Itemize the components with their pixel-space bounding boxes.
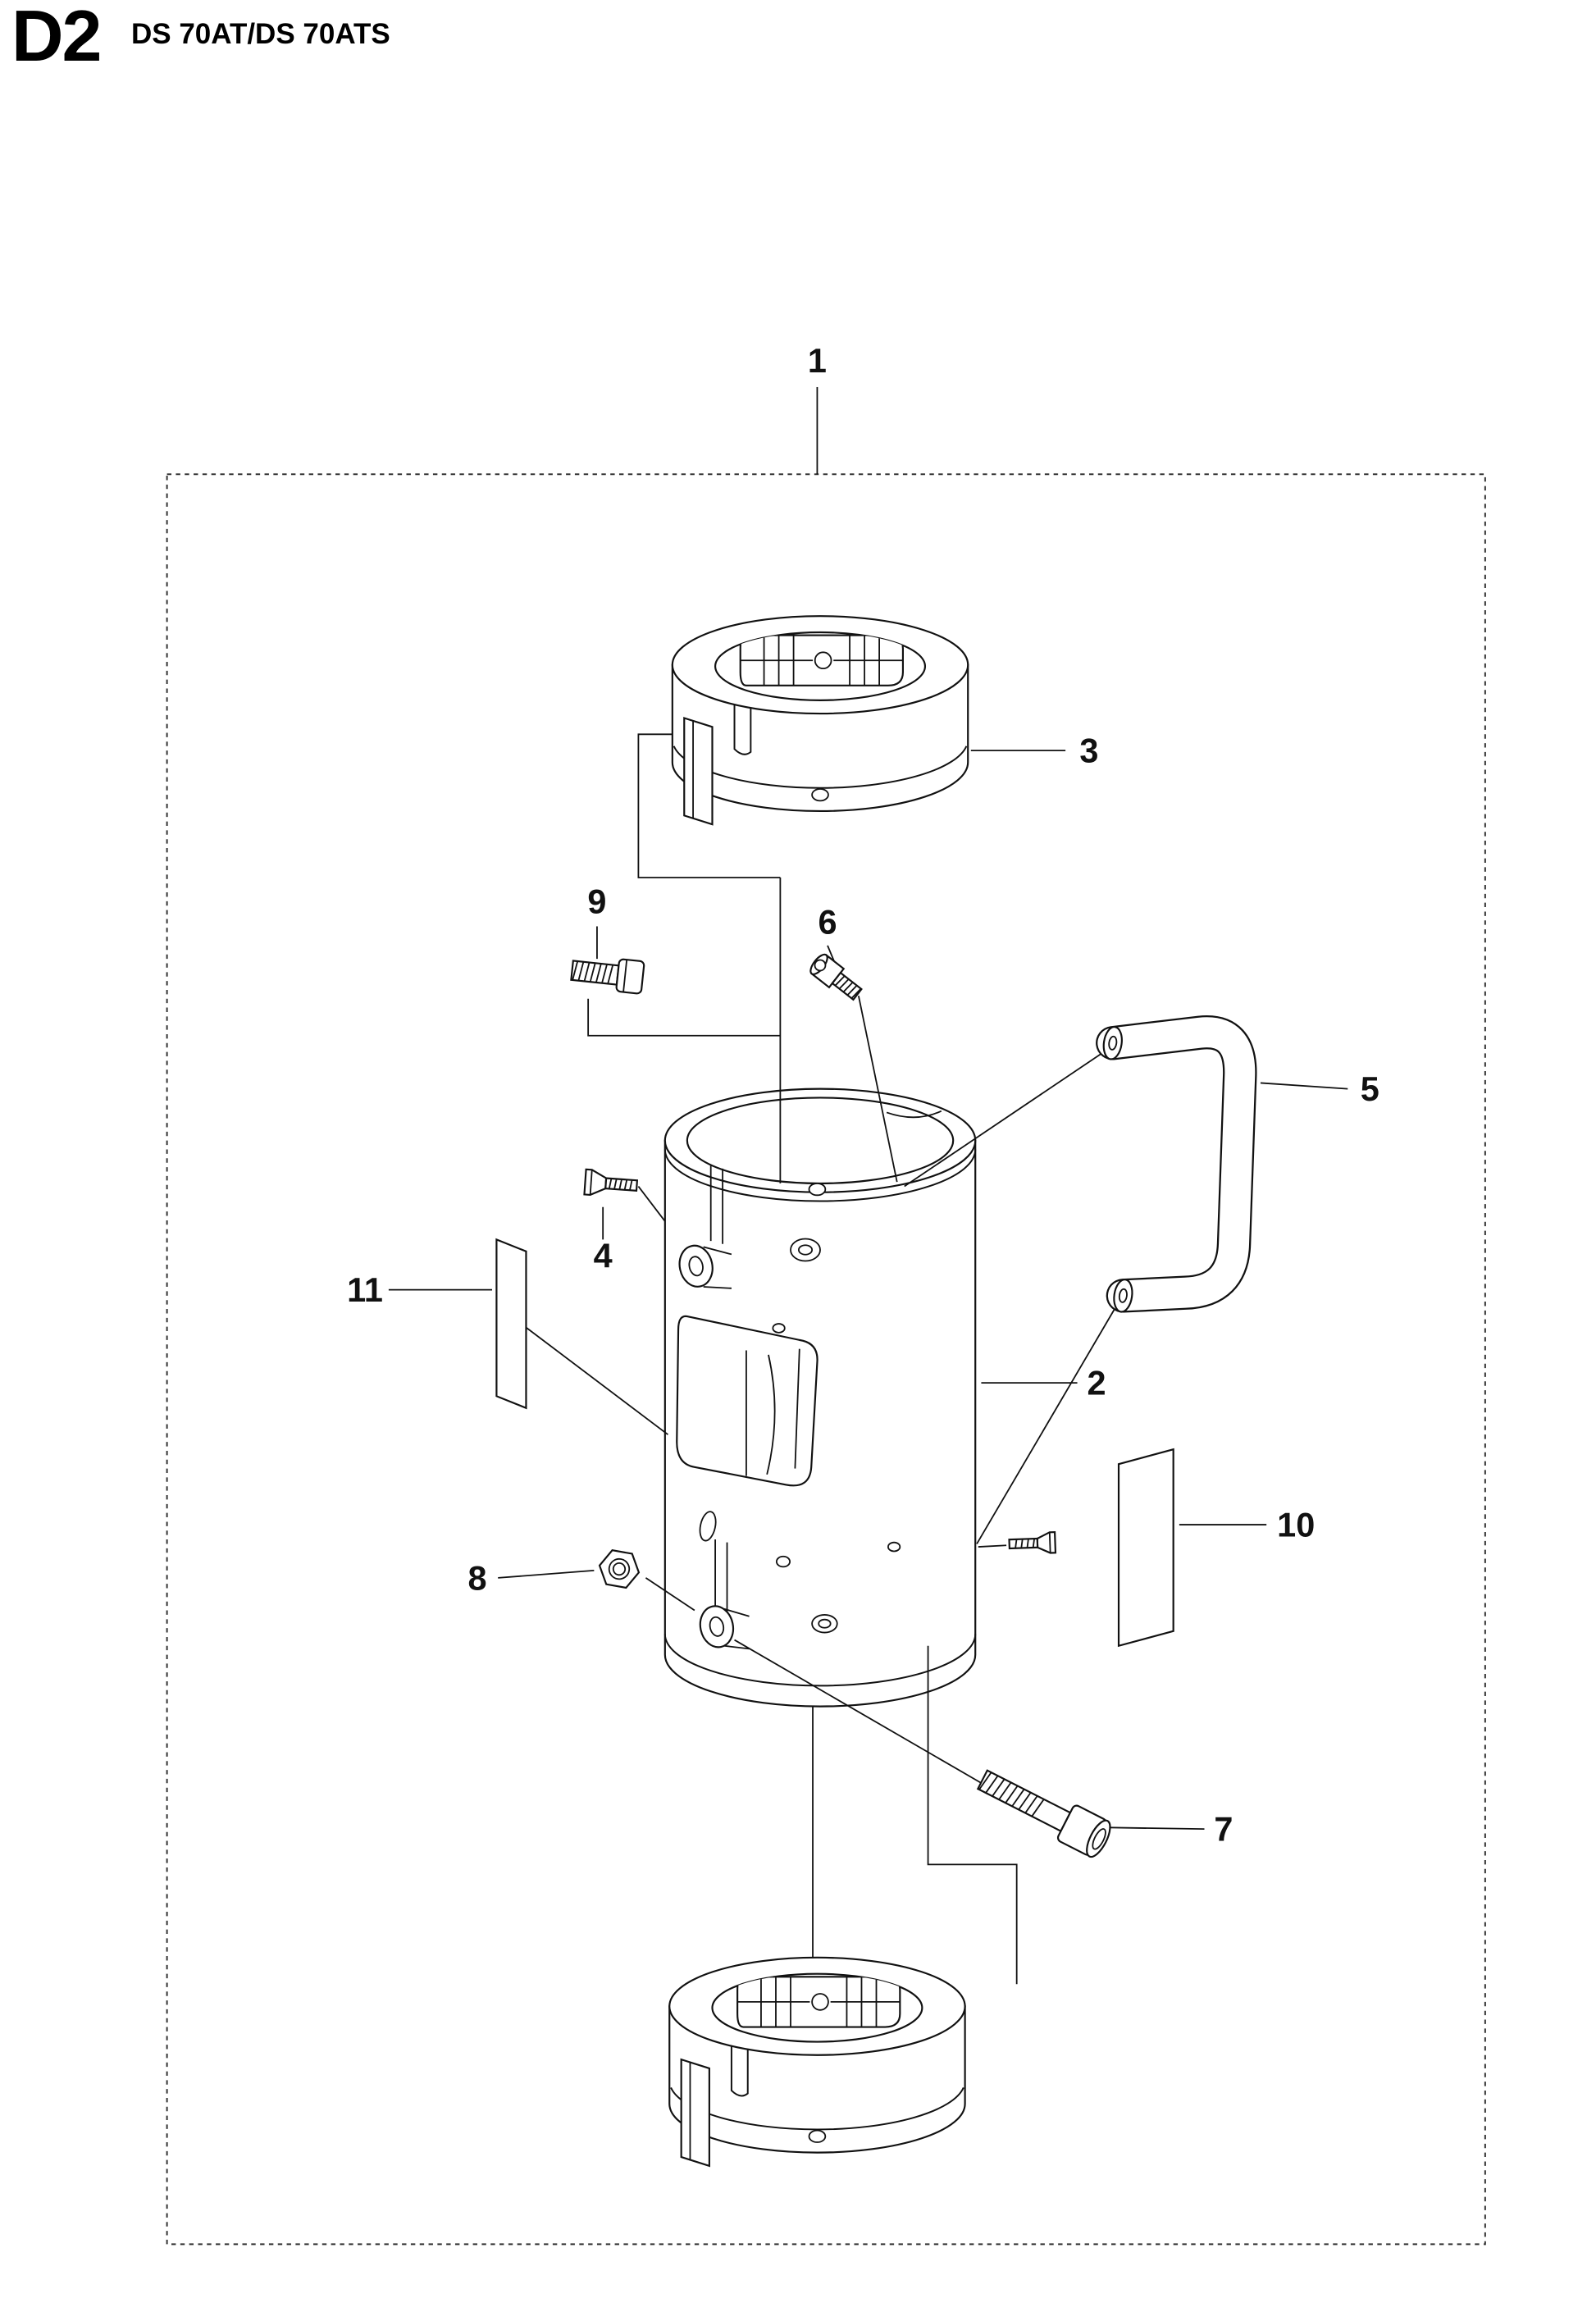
callout-3: 3	[1079, 732, 1098, 770]
part-cylinder	[663, 1088, 977, 1708]
part-screw-socket-small	[809, 953, 863, 1001]
part-screw-flathead	[583, 1168, 639, 1196]
part-screw-socket-large	[976, 1769, 1111, 1858]
assembly-boundary	[166, 473, 1486, 2246]
part-screw-pan	[570, 958, 645, 995]
callout-7: 7	[1214, 1810, 1233, 1849]
callout-5: 5	[1361, 1069, 1379, 1108]
callout-1: 1	[808, 341, 827, 380]
part-handle	[1096, 1015, 1257, 1313]
part-collar-top	[673, 616, 968, 824]
callout-11: 11	[347, 1270, 383, 1309]
callout-10: 10	[1277, 1505, 1315, 1544]
callout-4: 4	[594, 1237, 613, 1275]
callout-8: 8	[467, 1558, 486, 1597]
page-title: DS 70AT/DS 70ATS	[131, 18, 390, 50]
assembly-lines	[522, 878, 1118, 1985]
callout-9: 9	[587, 882, 606, 920]
callout-2: 2	[1087, 1364, 1106, 1402]
callout-6: 6	[819, 902, 837, 941]
part-screw-flathead-small	[1008, 1530, 1057, 1554]
page-code: D2	[11, 0, 102, 76]
part-collar-bottom	[669, 1958, 964, 2166]
part-decal-right	[1117, 1448, 1174, 1648]
callouts: 1 2 3 4 5 6 7 8 9 10 11	[347, 341, 1379, 1849]
part-nut	[598, 1549, 641, 1589]
part-decal-left	[495, 1238, 527, 1410]
